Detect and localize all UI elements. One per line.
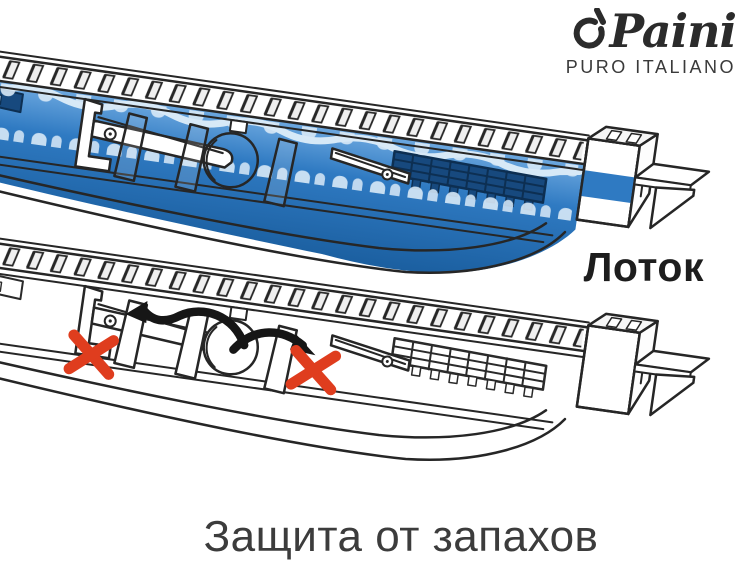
brand-logo: Paini PURO ITALIANO <box>565 4 737 78</box>
brand-name: Paini <box>609 4 737 58</box>
power-apostrophe-brand-mark-icon <box>574 8 607 49</box>
caption-odor-protection: Защита от запахов <box>203 512 599 561</box>
channel-label: Лоток <box>583 244 704 290</box>
brand-tagline: PURO ITALIANO <box>565 57 736 77</box>
